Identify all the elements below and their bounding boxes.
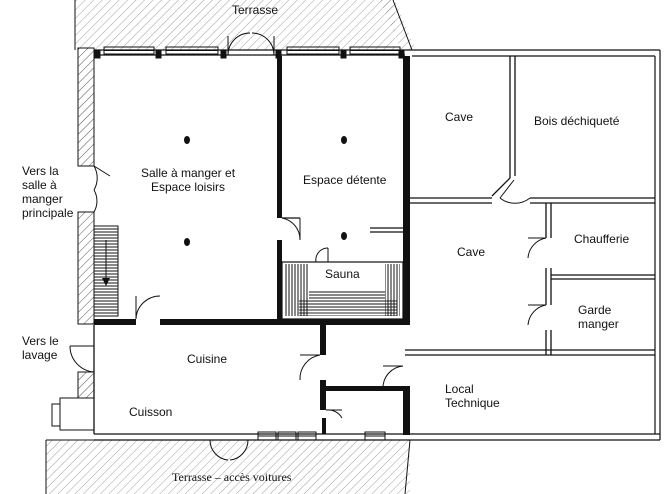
label-espace-detente: Espace détente <box>303 173 387 187</box>
interior-walls <box>94 56 410 435</box>
label-terrasse-bottom: Terrasse – accès voitures <box>172 470 292 484</box>
label-cuisson: Cuisson <box>129 405 173 419</box>
doors <box>69 165 547 461</box>
label-cuisine: Cuisine <box>187 352 228 366</box>
label-local-technique: Local Technique <box>445 382 500 410</box>
thin-walls <box>93 56 655 434</box>
label-terrasse-top: Terrasse <box>232 3 279 17</box>
top-windows <box>94 32 405 59</box>
columns <box>184 136 347 246</box>
label-chaufferie: Chaufferie <box>574 232 630 246</box>
label-bois-dechiquete: Bois déchiqueté <box>534 114 620 128</box>
label-garde-manger: Garde manger <box>578 303 619 331</box>
bottom-windows <box>257 431 386 441</box>
label-salle-a-manger: Salle à manger et Espace loisirs <box>140 166 236 194</box>
label-sauna: Sauna <box>325 267 360 281</box>
label-vers-salle: Vers la salle à manger principale <box>22 164 74 220</box>
left-exterior-wall <box>51 47 95 431</box>
top-terrace <box>74 0 415 52</box>
label-cave-top: Cave <box>445 110 474 124</box>
label-cave-mid: Cave <box>457 245 486 259</box>
staircase <box>93 225 119 317</box>
bottom-terrace <box>45 439 411 494</box>
label-vers-lavage: Vers le lavage <box>22 334 59 362</box>
sauna-structure <box>281 261 404 320</box>
